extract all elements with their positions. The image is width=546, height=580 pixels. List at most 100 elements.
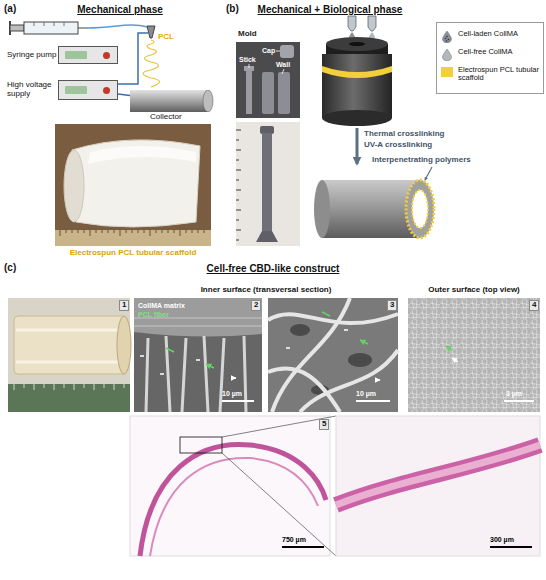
legend-swatch — [441, 67, 453, 77]
result-label: Interpenetrating polymers — [372, 156, 471, 165]
section-heading: Inner surface (transversal section) — [201, 286, 332, 295]
cell-dot — [446, 40, 448, 42]
cell-dot — [448, 39, 450, 41]
green-arrow — [322, 312, 368, 344]
display-panel — [65, 86, 87, 94]
construct-tube — [314, 180, 434, 238]
fiber-texture — [408, 298, 540, 412]
panel-letter: (b) — [226, 3, 239, 14]
ruler-ticks — [236, 130, 241, 240]
feed-tube — [88, 25, 148, 28]
sem-background — [134, 298, 262, 412]
photo-background — [8, 298, 130, 412]
photo-background — [236, 122, 300, 246]
plunger — [10, 25, 24, 31]
wire-connector — [118, 94, 130, 96]
legend-box: Cell-laden CollMA Cell-free CollMA Electro… — [436, 22, 544, 94]
image-annotation: CollMA matrix — [138, 302, 185, 310]
process-step: UV-A crosslinking — [364, 141, 432, 150]
mold-wall — [278, 72, 290, 114]
cell-dot — [446, 36, 448, 38]
tube-highlight — [16, 330, 122, 362]
node-label: High voltage supply — [7, 81, 55, 99]
drop-shape — [443, 49, 452, 61]
panel-title: Mechanical phase — [77, 4, 163, 15]
drum-body — [130, 90, 208, 112]
construct-photo — [8, 298, 131, 412]
callout-number: 4 — [529, 300, 539, 311]
histology-background — [130, 416, 330, 556]
legend-text: Cell-free CollMA — [458, 48, 540, 56]
section-heading: Outer surface (top view) — [428, 286, 520, 295]
syringe-needle — [78, 28, 88, 29]
scale-bar — [222, 400, 254, 402]
assembled-mold-photo — [236, 122, 300, 246]
mold-cylinder — [322, 16, 392, 126]
scale-bar — [490, 546, 532, 548]
construct-tube — [14, 316, 126, 374]
photo-background — [236, 42, 300, 118]
scaffold-photo — [55, 124, 211, 246]
node-label: Collector — [150, 113, 210, 122]
zoom-box — [180, 437, 222, 453]
device-box: Syringe pump — [58, 46, 118, 64]
mold-cap-top — [326, 37, 388, 51]
ruler-ticks — [14, 384, 124, 390]
syringe — [10, 21, 88, 35]
display-panel — [65, 51, 87, 59]
white-arrow — [286, 330, 380, 380]
legend-text: Electrospun PCL tubular scaffold — [458, 66, 540, 83]
layer-streak — [134, 318, 262, 326]
pcl-band — [322, 66, 392, 78]
part-label: Wall — [276, 61, 290, 69]
scale-label: 10 µm — [222, 390, 242, 398]
process-step: Thermal crosslinking — [364, 130, 444, 139]
pcl-fiber — [268, 298, 398, 412]
legend-text: Cell-laden CollMA — [458, 30, 540, 38]
syringe-barrel — [24, 22, 78, 34]
mold-cap — [260, 126, 274, 134]
mold-body — [322, 54, 392, 118]
fiber-jet — [143, 40, 160, 87]
callout-number: 1 — [119, 300, 129, 311]
scale-bar — [504, 400, 534, 402]
mold-photo — [236, 42, 300, 118]
panel-title: Mechanical + Biological phase — [258, 4, 403, 15]
scaffold-tube — [72, 140, 200, 227]
fill-port — [349, 42, 365, 46]
mold-cap — [280, 45, 294, 58]
tissue-core — [336, 445, 540, 505]
device-box: High voltage supply — [58, 80, 118, 100]
pore — [348, 353, 372, 367]
pipette — [368, 16, 376, 31]
mold-stick — [246, 70, 252, 114]
scale-label: 10 µm — [356, 390, 376, 398]
scale-label: 300 µm — [490, 536, 514, 544]
part-label: Stick — [239, 56, 256, 64]
control-knob — [103, 87, 110, 94]
part-label: Mold — [238, 30, 257, 39]
tissue-wall — [150, 458, 318, 556]
histology-zoom — [336, 416, 540, 556]
cylinder-outline — [130, 90, 214, 112]
sem-background — [408, 298, 540, 412]
callout-number: 3 — [387, 300, 397, 311]
scale-label: 750 µm — [282, 536, 306, 544]
voltage-wire — [118, 33, 148, 84]
legend-entry: Cell-laden CollMA — [441, 29, 541, 45]
collector-drum: Collector — [130, 90, 214, 112]
mold-bottom — [322, 110, 392, 126]
drop-shape — [443, 31, 452, 43]
tube-wall-ring — [406, 180, 434, 238]
cutting-mat — [8, 384, 130, 412]
drum-end — [203, 90, 213, 112]
histology-background — [336, 416, 540, 556]
sem-image — [408, 298, 540, 412]
scale-label: 3 µm — [506, 390, 522, 398]
zoom-leader — [222, 416, 336, 556]
pipette — [348, 16, 356, 31]
tube-opening — [64, 150, 84, 222]
mold-body — [262, 133, 272, 231]
